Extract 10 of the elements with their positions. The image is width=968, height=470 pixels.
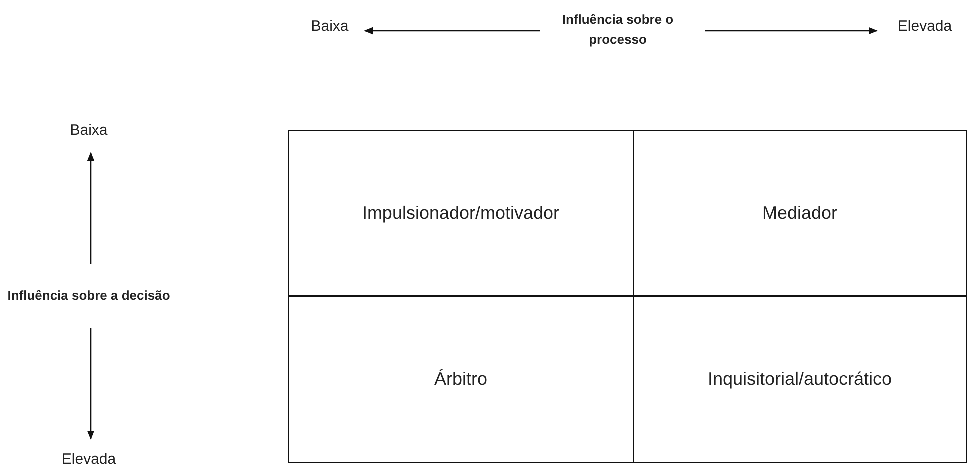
quadrant-cell: Inquisitorial/autocrático [633,295,967,463]
quadrant-cell: Árbitro [288,295,634,463]
axis-end-label: Elevada [896,17,954,36]
quadrant-cell: Impulsionador/motivador [288,130,634,296]
axis-title: Influência sobre a decisão [6,287,172,305]
quadrant-cell: Mediador [633,130,967,296]
axis-title: Influência sobre o processo [561,11,675,49]
axis-end-label: Baixa [310,17,350,36]
axis-end-label: Elevada [60,450,118,469]
axis-end-label: Baixa [69,121,109,140]
